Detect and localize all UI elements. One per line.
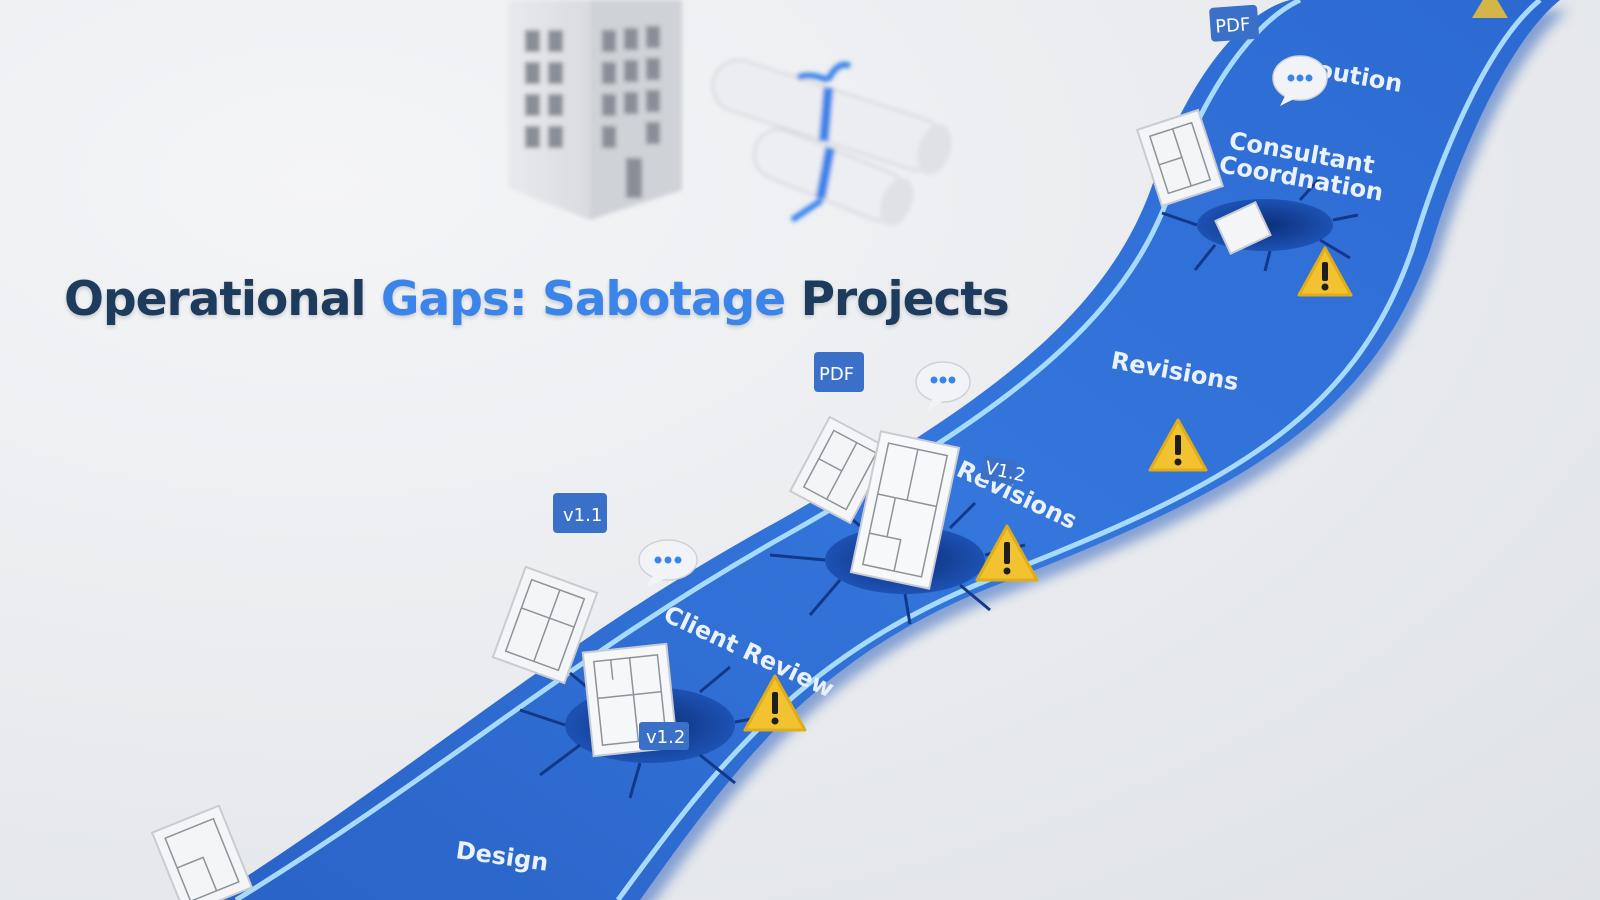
title-part-3: Projects [800,272,1010,327]
chat-bubble-icon [1272,55,1328,106]
page-title: Operational Gaps: Sabotage Projects [64,272,1010,327]
version-tag-v12-lower: v1.2 [639,722,689,750]
title-part-1: Operational [64,272,367,327]
version-tag-v12-lower-label: v1.2 [646,727,685,748]
warning-icon [1297,246,1353,297]
blueprint-icon [491,565,599,685]
pdf-tag-mid-label: PDF [819,364,854,385]
pdf-tag-top: PDF [1209,4,1259,42]
warning-icon [743,674,807,732]
blueprint-icon [849,430,961,590]
pdf-tag-mid: PDF [814,352,864,392]
warning-icon [1148,418,1208,472]
blueprint-icon [1214,201,1272,255]
chat-bubble-icon [915,361,971,411]
scroll-icon [711,58,952,226]
blueprint-icon [1135,108,1225,208]
road-edge-left [234,0,1302,900]
title-part-2: Gaps: Sabotage [380,272,786,327]
blueprint-icon [150,804,254,900]
pdf-tag-top-label: PDF [1215,14,1251,37]
building-icon [508,0,682,220]
warning-icon [975,524,1039,582]
chat-bubble-icon [638,539,698,588]
version-tag-v11: v1.1 [553,493,607,533]
warning-icon [1472,0,1508,18]
version-tag-v11-label: v1.1 [563,505,602,526]
